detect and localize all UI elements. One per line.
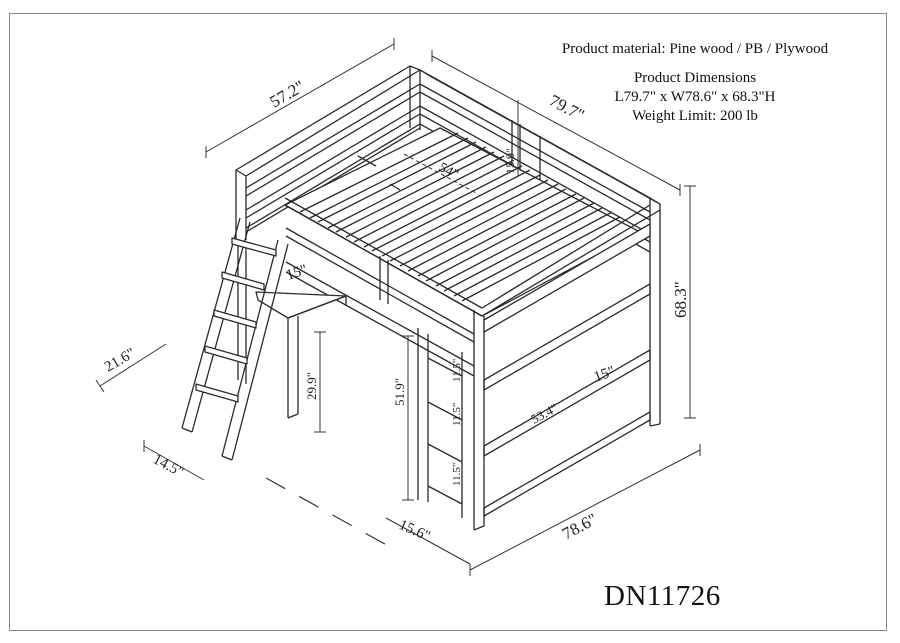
page-border <box>9 13 887 631</box>
dim-rail-height: 15.9" <box>503 148 517 174</box>
ladder <box>181 217 289 461</box>
dim-shelf-gap-1: 11.5" <box>451 359 463 382</box>
dim-clearance: 51.9" <box>392 378 407 406</box>
dimensions-title: Product Dimensions <box>633 70 757 86</box>
front-guard-rail <box>284 197 661 377</box>
dim-shelf-depth: 15" <box>592 363 617 385</box>
dimension-lines <box>95 38 701 576</box>
dim-desk-side: 21.6" <box>102 345 138 375</box>
dimensions-text: L79.7" x W78.6" x 68.3"H <box>614 89 776 105</box>
dim-desk-depth: 15" <box>284 262 309 284</box>
product-info: Product material: Pine wood / PB / Plywo… <box>540 40 850 126</box>
bookshelf <box>417 223 651 518</box>
ground-dashed-line <box>265 477 393 549</box>
product-material: Product material: Pine wood / PB / Plywo… <box>561 41 829 57</box>
dimension-labels: 57.2" 79.7" 68.3" 78.6" 54" 15.9" 15" 21… <box>102 77 690 545</box>
dim-width: 78.6" <box>559 510 600 544</box>
headboard <box>235 65 421 240</box>
dim-shelf-foot: 15.6" <box>396 517 432 545</box>
dim-ladder-foot: 14.5" <box>150 451 186 480</box>
dim-desk-height: 29.9" <box>304 372 319 400</box>
slat-platform <box>284 127 641 317</box>
model-number: DN11726 <box>604 580 721 612</box>
dim-height: 68.3" <box>671 281 690 318</box>
dim-shelf-gap-3: 11.5" <box>451 463 463 486</box>
front-corner-post <box>473 310 485 531</box>
dim-shelf-gap-2: 11.5" <box>451 403 463 426</box>
dim-head-width: 57.2" <box>267 77 308 112</box>
weight-limit: Weight Limit: 200 lb <box>632 108 758 124</box>
